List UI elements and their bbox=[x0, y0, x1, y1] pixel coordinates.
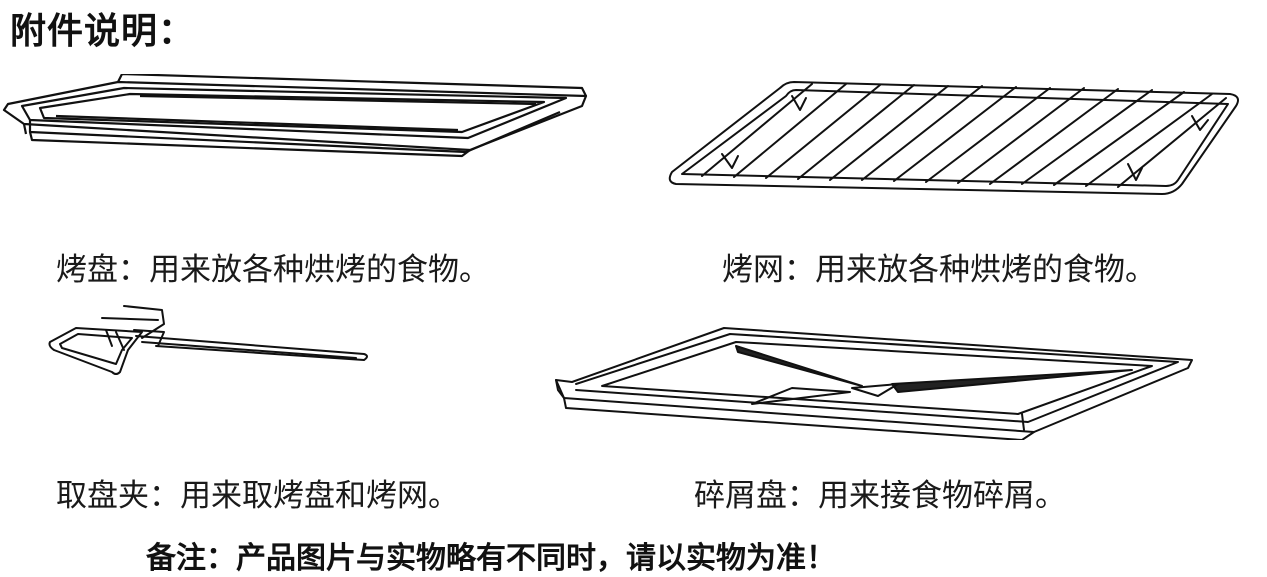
caption-tray-clip: 取盘夹：用来取烤盘和烤网。 bbox=[56, 478, 459, 514]
crumb-tray-icon bbox=[552, 322, 1198, 440]
caption-wire-rack: 烤网：用来放各种烘烤的食物。 bbox=[722, 252, 1156, 288]
caption-baking-tray: 烤盘：用来放各种烘烤的食物。 bbox=[56, 252, 490, 288]
page-title: 附件说明： bbox=[10, 11, 196, 52]
baking-tray-icon bbox=[0, 74, 595, 160]
caption-crumb-tray: 碎屑盘：用来接食物碎屑。 bbox=[694, 478, 1066, 514]
wire-rack-icon bbox=[662, 76, 1242, 200]
disclaimer-note: 备注：产品图片与实物略有不同时，请以实物为准！ bbox=[146, 541, 836, 576]
tray-clip-icon bbox=[46, 302, 372, 380]
